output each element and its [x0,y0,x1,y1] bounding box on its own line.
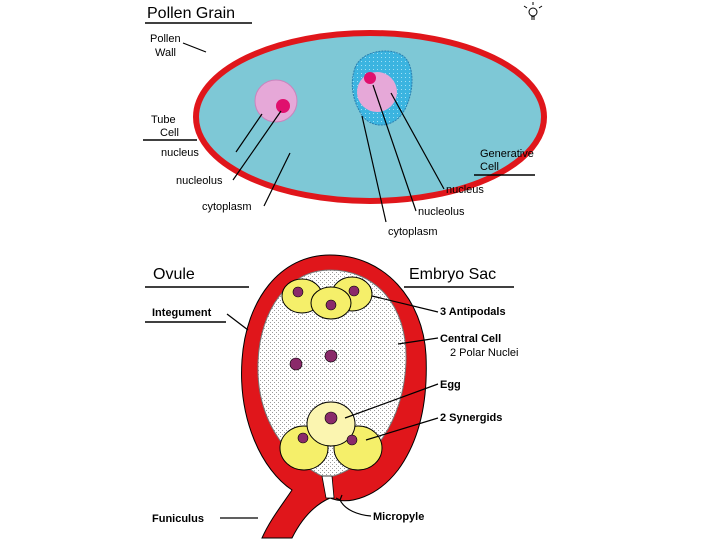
central-cell-label: Central Cell [440,333,501,345]
tube-cell-label-1: Tube [151,114,176,126]
tube-cytoplasm-label: cytoplasm [202,201,252,213]
ovule-title: Ovule [153,266,195,283]
antipodal-nucleus [349,286,359,296]
micropyle-leader [340,500,371,516]
pollen-wall-label-2: Wall [155,47,176,59]
polar-nuclei-label: 2 Polar Nuclei [450,347,518,359]
antipodal-nucleus [326,300,336,310]
embryo-sac-title: Embryo Sac [409,266,496,283]
pollen-title: Pollen Grain [147,5,235,22]
pollen-wall-leader [183,43,206,52]
polar-nucleus [290,358,302,370]
generative-cytoplasm-label: cytoplasm [388,226,438,238]
tube-nucleus-label: nucleus [161,147,199,159]
polar-nucleus [325,350,337,362]
micropyle-label: Micropyle [373,511,424,523]
egg-nucleus [325,412,337,424]
generative-cell-label-2: Cell [480,161,499,173]
pollen-wall-label-1: Pollen [150,33,181,45]
egg-label: Egg [440,379,461,391]
tube-nucleolus-label: nucleolus [176,175,223,187]
generative-cell-label-1: Generative [480,148,534,160]
generative-nucleus-label: nucleus [446,184,484,196]
funiculus-label: Funiculus [152,513,204,525]
generative-nucleolus-label: nucleolus [418,206,465,218]
tube-cell-label-2: Cell [160,127,179,139]
lightbulb-icon [524,2,542,19]
antipodals-label: 3 Antipodals [440,306,506,318]
generative-nucleolus [364,72,376,84]
generative-nucleus [357,72,397,112]
integument-leader [227,314,248,330]
synergid-nucleus [298,433,308,443]
synergids-label: 2 Synergids [440,412,502,424]
integument-label: Integument [152,307,212,319]
synergid-nucleus [347,435,357,445]
antipodal-nucleus [293,287,303,297]
tube-nucleolus [276,99,290,113]
